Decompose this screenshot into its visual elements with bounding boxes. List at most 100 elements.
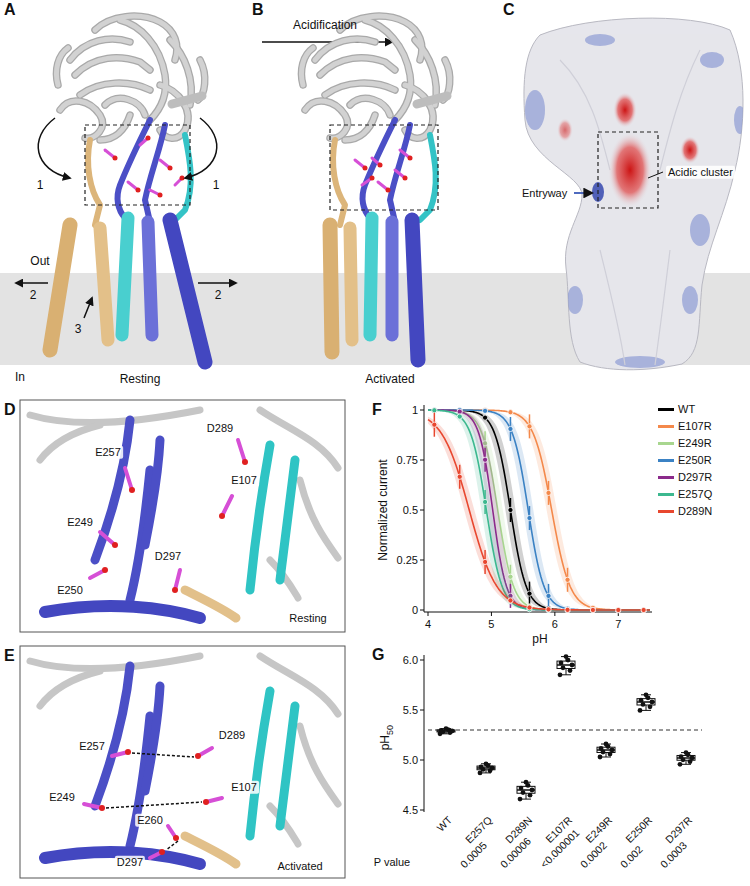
panel-letter: E: [4, 647, 15, 665]
zoom-box: [330, 125, 438, 210]
data-point: [616, 607, 621, 612]
state-label: Activated: [365, 373, 414, 387]
tick-label: 1: [412, 404, 418, 417]
fit-line: [428, 410, 650, 610]
data-point: [638, 708, 643, 713]
fit-line: [428, 410, 650, 610]
tick-mark: [420, 660, 424, 661]
tick-label: 0: [412, 604, 418, 617]
data-point: [641, 607, 646, 612]
box-plot: [557, 654, 575, 677]
p-value: 0.002: [618, 843, 645, 870]
data-point: [641, 607, 646, 612]
step-number: 3: [75, 323, 82, 337]
error-band: [428, 417, 650, 610]
data-point: [639, 698, 644, 703]
box-plot: [517, 780, 535, 802]
box-plot: [637, 692, 655, 712]
data-point: [432, 408, 437, 413]
axis-line: [424, 655, 425, 812]
data-point: [479, 765, 484, 770]
data-point: [678, 762, 683, 767]
panel-letter: B: [252, 1, 264, 19]
data-point: [508, 598, 513, 603]
fit-line: [428, 420, 650, 610]
state-label: Activated: [275, 860, 324, 873]
tick-label: 5.0: [403, 754, 418, 767]
data-point: [546, 606, 551, 611]
data-point: [527, 591, 532, 596]
residue-label: E107: [229, 474, 259, 487]
whisker-cap: [641, 710, 651, 711]
tick-mark: [491, 612, 492, 616]
dose-curve: [428, 407, 650, 612]
axis-title: pH: [532, 633, 547, 647]
residue-sticks: [355, 150, 410, 190]
data-point: [546, 607, 551, 612]
data-point: [641, 702, 646, 707]
dose-curve: [428, 413, 650, 613]
data-point: [530, 788, 535, 793]
tick-mark: [420, 510, 424, 511]
data-point: [508, 426, 513, 431]
data-point: [508, 410, 513, 415]
callout-label: Acidic cluster: [666, 166, 735, 179]
tick-mark: [420, 410, 424, 411]
dose-curve: [428, 407, 650, 612]
tick-mark: [420, 810, 424, 811]
residue-label: D297: [115, 856, 145, 869]
tick-label: 4.5: [403, 804, 418, 817]
residue-tips: [99, 459, 248, 855]
tick-label: 6: [552, 618, 558, 631]
step-number: 1: [37, 179, 44, 193]
fit-line: [428, 410, 650, 610]
tick-mark: [420, 760, 424, 761]
data-point: [432, 407, 437, 412]
residue-label: E250: [55, 584, 85, 597]
panel-letter: F: [372, 401, 382, 419]
data-point: [616, 607, 621, 612]
tick-label: 0.5: [403, 504, 418, 517]
protein-ribbon: [30, 410, 338, 618]
side-label: In: [15, 371, 25, 385]
legend-label: E257Q: [678, 488, 712, 501]
tick-label: 5: [488, 618, 494, 631]
dose-curve: [428, 407, 650, 612]
legend-item: E257Q: [658, 488, 712, 501]
data-point: [546, 607, 551, 612]
dose-curve: [428, 407, 650, 612]
tick-mark: [428, 612, 429, 616]
data-point: [570, 663, 575, 668]
legend-item: E249R: [658, 437, 712, 450]
axis-title: Normalized current: [377, 459, 391, 560]
legend-swatch: [658, 442, 674, 445]
panel-letter: D: [4, 401, 16, 419]
box-plot: [677, 750, 695, 767]
data-point: [546, 490, 551, 495]
data-point: [490, 766, 495, 771]
process-label: Acidification: [293, 19, 357, 33]
residue-label: E249: [65, 516, 95, 529]
tick-label: 6.0: [403, 654, 418, 667]
dose-curve: [428, 408, 650, 613]
data-point: [444, 726, 449, 731]
category-label: WT: [434, 814, 454, 834]
error-band: [428, 410, 650, 610]
data-point: [590, 607, 595, 612]
data-point: [439, 728, 444, 733]
callout-label: Entryway: [520, 187, 569, 200]
panel-letter: C: [503, 1, 515, 19]
legend-item: WT: [658, 403, 695, 416]
data-point: [604, 742, 609, 747]
data-point: [616, 607, 621, 612]
data-point: [564, 654, 569, 659]
data-point: [432, 407, 437, 412]
data-point: [457, 414, 462, 419]
error-band: [428, 410, 650, 610]
data-point: [641, 607, 646, 612]
data-point: [527, 605, 532, 610]
error-band: [428, 410, 650, 610]
state-label: Resting: [120, 373, 161, 387]
box: [517, 786, 535, 793]
tick-mark: [554, 612, 555, 616]
